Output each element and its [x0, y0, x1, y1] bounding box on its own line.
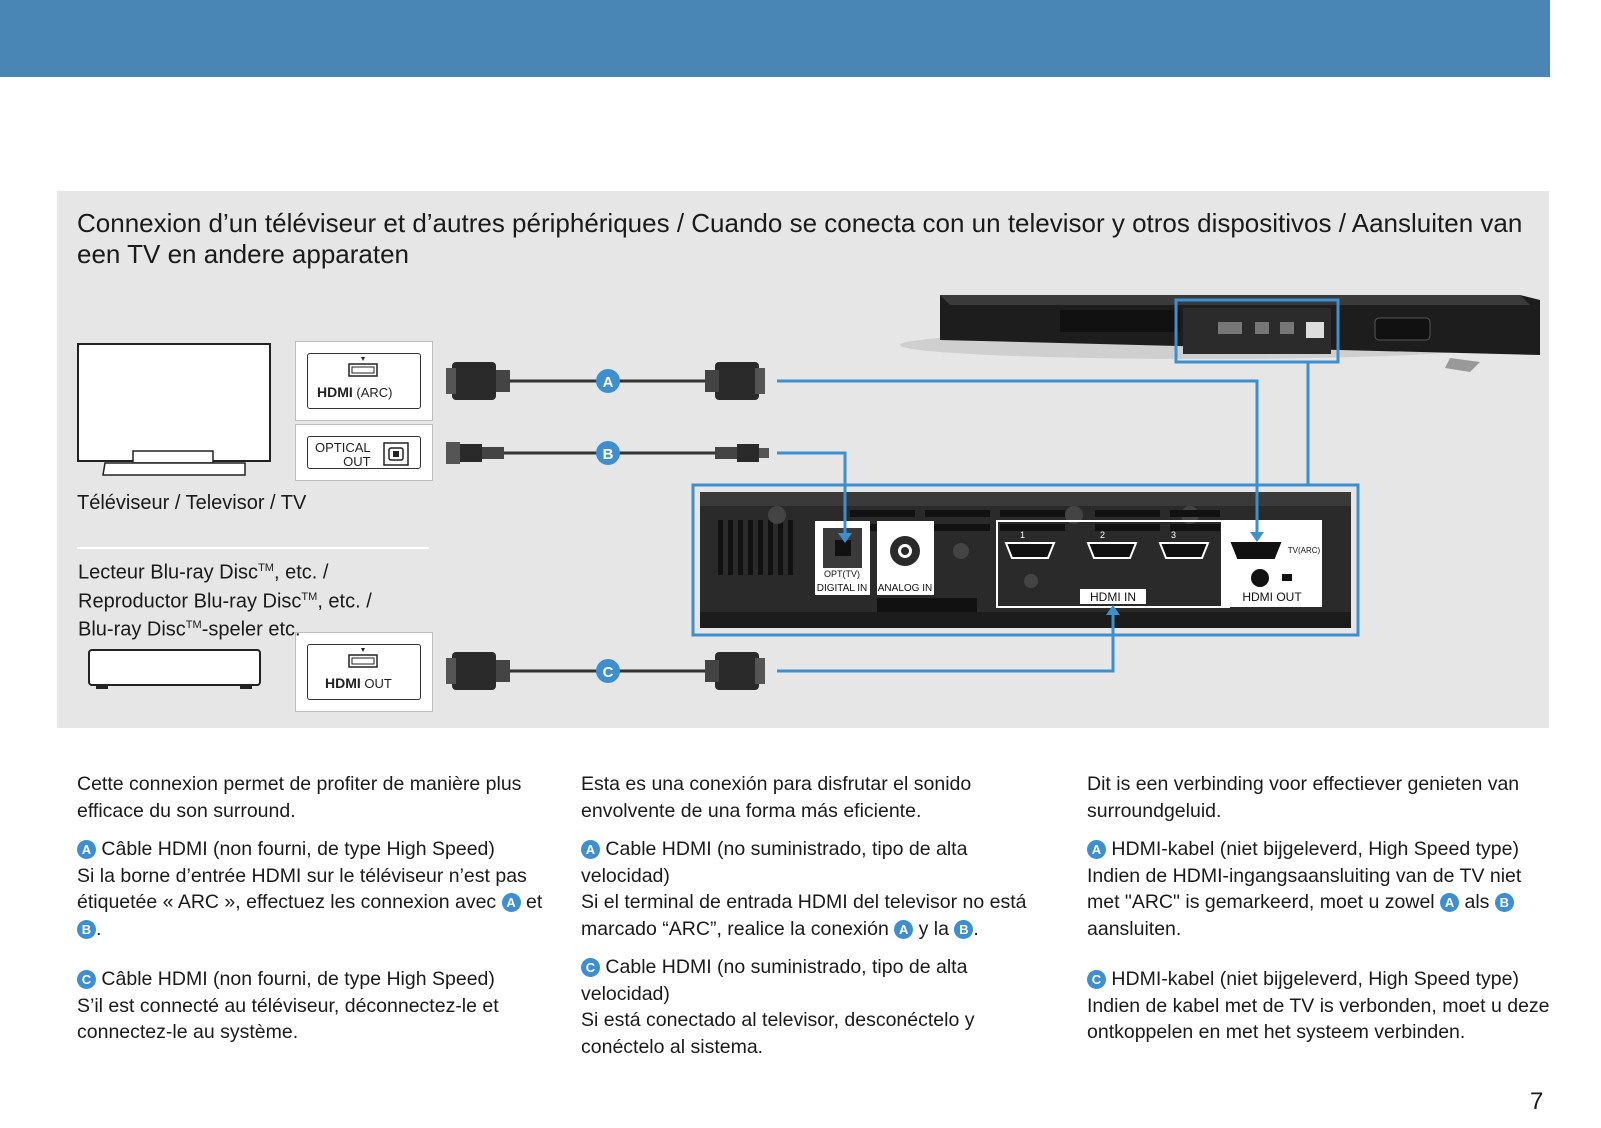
connection-arrows	[838, 532, 1264, 615]
cable-c-description: C Câble HDMI (non fourni, de type High S…	[77, 968, 499, 1043]
svg-text:2: 2	[1100, 530, 1105, 540]
svg-text:OPT(TV): OPT(TV)	[824, 569, 860, 579]
svg-text:3: 3	[1171, 530, 1176, 540]
rear-panel: OPT(TV) DIGITAL IN ANALOG IN 1 2 3 HDMI …	[691, 483, 1360, 637]
bd-hdmi-out-port: HDMI OUT	[296, 633, 432, 711]
svg-text:ANALOG IN: ANALOG IN	[878, 583, 932, 594]
cable-c-description: C HDMI-kabel (niet bijgeleverd, High Spe…	[1087, 968, 1550, 1043]
hdmi-logo: HDMI	[317, 384, 353, 400]
marker-c: C	[596, 659, 620, 683]
page-number: 7	[1530, 1088, 1544, 1115]
divider	[77, 547, 429, 549]
soundbar-unit	[900, 295, 1540, 372]
svg-text:C: C	[603, 664, 614, 681]
tv-hdmi-arc-port: HDMI (ARC)	[296, 342, 432, 420]
svg-text:1: 1	[1020, 530, 1025, 540]
marker-b: B	[596, 441, 620, 465]
svg-text:B: B	[603, 446, 614, 463]
intro-text: Dit is een verbinding voor effectiever g…	[1087, 773, 1520, 822]
cable-a-description: A HDMI-kabel (niet bijgeleverd, High Spe…	[1087, 838, 1522, 940]
column-french: Cette connexion permet de profiter de ma…	[77, 771, 547, 1058]
bluray-label: Lecteur Blu-ray DiscTM, etc. / Reproduct…	[78, 561, 372, 641]
svg-text:TV(ARC): TV(ARC)	[1288, 546, 1321, 555]
svg-text:DIGITAL IN: DIGITAL IN	[817, 583, 868, 594]
tv-label: Téléviseur / Televisor / TV	[77, 492, 307, 514]
hdmi-out-label: OUT	[364, 676, 392, 691]
optical-label: OPTICAL	[315, 440, 371, 455]
connection-lines	[777, 362, 1310, 673]
hdmi-port-icon	[348, 357, 378, 377]
header-bar	[0, 0, 1550, 77]
svg-text:A: A	[603, 374, 614, 391]
optical-port-icon	[383, 442, 409, 466]
intro-text: Esta es una conexión para disfrutar el s…	[581, 773, 972, 822]
tv-optical-out-port: OPTICAL OUT	[296, 425, 432, 480]
optical-out-label: OUT	[343, 454, 371, 469]
tv-illustration	[77, 343, 271, 476]
cable-a-description: A Câble HDMI (non fourni, de type High S…	[77, 838, 543, 940]
cable-a-description: A Cable HDMI (no suministrado, tipo de a…	[581, 838, 1027, 940]
section-title: Connexion d’un téléviseur et d’autres pé…	[77, 208, 1523, 269]
hdmi-port-icon	[348, 648, 378, 668]
column-spanish: Esta es una conexión para disfrutar el s…	[581, 771, 1051, 1072]
marker-a: A	[596, 369, 620, 393]
cable-c-description: C Cable HDMI (no suministrado, tipo de a…	[581, 956, 975, 1058]
hdmi-arc-label: (ARC)	[356, 385, 393, 400]
cable-c	[446, 652, 765, 690]
svg-text:HDMI IN: HDMI IN	[1090, 590, 1136, 604]
intro-text: Cette connexion permet de profiter de ma…	[77, 773, 522, 822]
bluray-player-illustration	[88, 649, 261, 689]
svg-text:HDMI OUT: HDMI OUT	[1242, 590, 1302, 604]
hdmi-logo: HDMI	[325, 675, 361, 691]
column-dutch: Dit is een verbinding voor effectiever g…	[1087, 771, 1557, 1058]
